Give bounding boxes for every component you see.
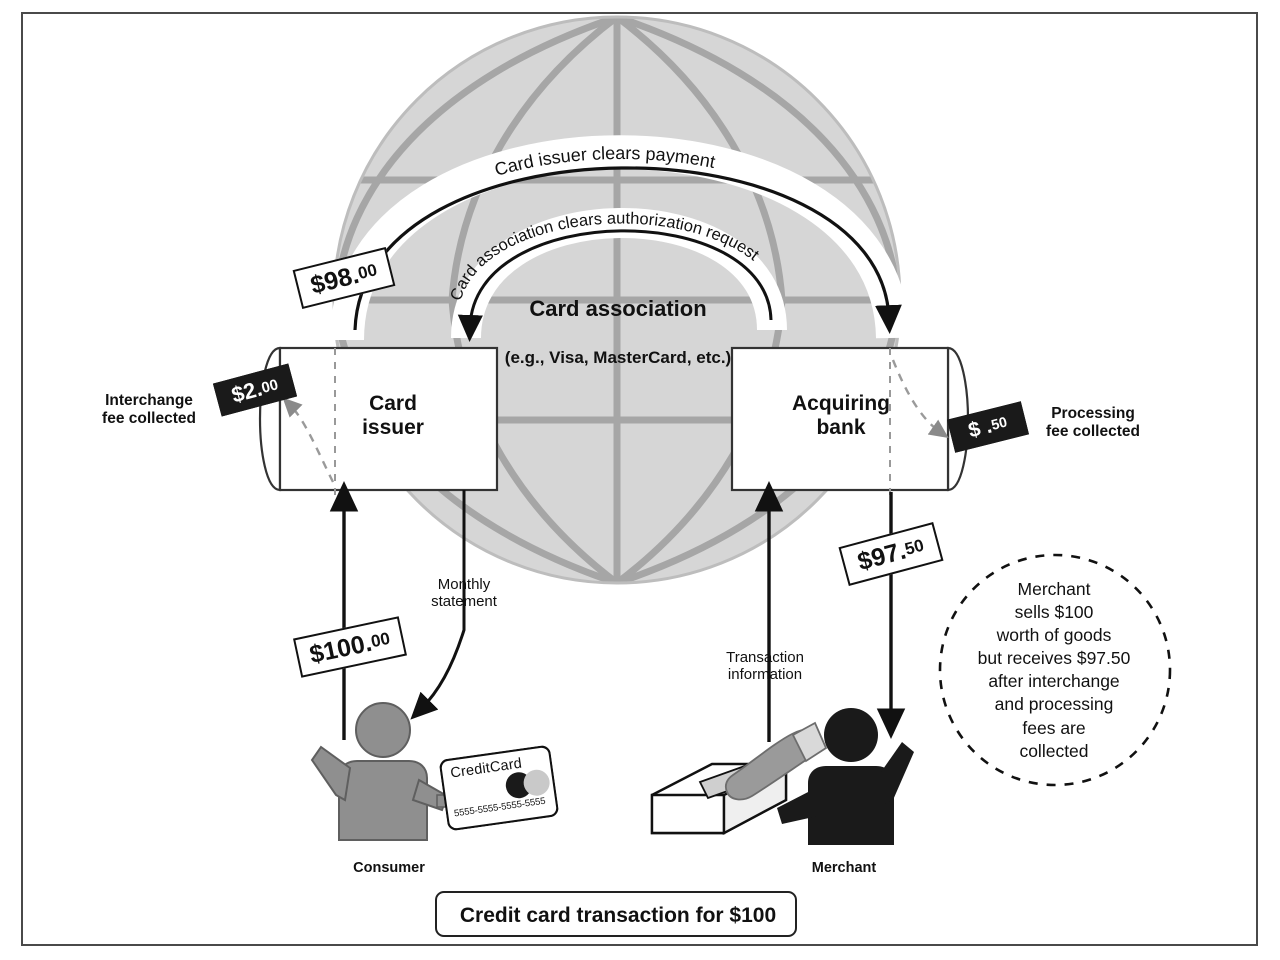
interchange-fee-cents: 00 (259, 375, 281, 397)
processing-fee-cents: 50 (989, 414, 1009, 434)
credit-card-graphic: CreditCard 5555-5555-5555-5555 (439, 745, 560, 832)
amount-98-dollars: $98. (307, 260, 362, 300)
transaction-info-line2: information (727, 666, 803, 683)
amount-9750-dollars: $97. (854, 536, 909, 576)
transaction-info-line1: Transaction (726, 649, 804, 666)
card-issuer-label-line1: Card (369, 392, 417, 415)
merchant-caption: Merchant (811, 860, 877, 876)
acquiring-bank-label: Acquiring bank (748, 392, 934, 440)
merchant-note-line: after interchange (988, 671, 1120, 692)
merchant-note-line: worth of goods (996, 625, 1112, 646)
card-association-examples: (e.g., Visa, MasterCard, etc.) (504, 348, 732, 367)
acquiring-bank-label-line1: Acquiring (792, 392, 890, 415)
monthly-statement-line2: statement (431, 593, 497, 610)
transaction-information-caption: Transaction information (694, 649, 836, 683)
interchange-fee-caption: Interchange fee collected (84, 392, 214, 429)
consumer-caption: Consumer (353, 860, 425, 876)
acquiring-bank-label-line2: bank (816, 416, 866, 439)
processing-caption-line1: Processing (1051, 405, 1135, 422)
amount-98-cents: 00 (356, 260, 379, 284)
diagram-title: Credit card transaction for $100 (459, 904, 777, 927)
merchant-note-line: collected (1019, 740, 1089, 761)
monthly-statement-caption: Monthly statement (398, 576, 530, 610)
processing-caption-line2: fee collected (1046, 423, 1140, 441)
processing-fee-caption: Processing fee collected (1028, 405, 1158, 442)
card-issuer-label-line2: issuer (362, 416, 424, 439)
amount-100-dollars: $100. (307, 628, 375, 669)
interchange-caption-line1: Interchange (105, 392, 193, 409)
merchant-note-line: Merchant (1017, 579, 1091, 599)
diagram-frame (21, 12, 1258, 946)
merchant-note-line: and processing (994, 694, 1114, 715)
merchant-note-line: fees are (1022, 717, 1086, 738)
merchant-note-line: sells $100 (1014, 602, 1094, 623)
card-association-title: Card association (529, 296, 707, 321)
amount-100-cents: 00 (369, 628, 392, 652)
amount-9750-cents: 50 (902, 535, 926, 559)
merchant-note-line: but receives $97.50 (977, 648, 1131, 669)
monthly-statement-line1: Monthly (437, 576, 491, 593)
card-issuer-label: Card issuer (300, 392, 486, 440)
interchange-caption-line2: fee collected (102, 410, 196, 428)
diagram-title-box: Credit card transaction for $100 (435, 891, 797, 937)
